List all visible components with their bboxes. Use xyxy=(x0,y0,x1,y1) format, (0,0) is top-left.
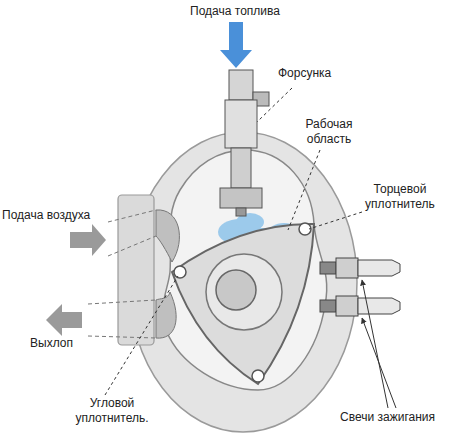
engine-housing xyxy=(129,132,357,432)
injector xyxy=(220,70,269,216)
part-label: Форсунка xyxy=(278,66,358,81)
part-label: Угловой уплотнитель. xyxy=(62,396,162,426)
part-label: Торцевой уплотнитель xyxy=(350,182,450,212)
part-label: Выхлоп xyxy=(30,336,100,351)
air-arrow xyxy=(70,224,106,256)
rotor xyxy=(172,224,314,384)
leader-lines xyxy=(105,88,396,408)
output-shaft xyxy=(216,270,256,310)
part-label: Свечи зажигания xyxy=(340,410,465,425)
port-guides xyxy=(88,210,156,338)
part-label: Подача топлива xyxy=(170,4,300,19)
exhaust-port xyxy=(156,292,176,338)
fuel-arrow xyxy=(220,22,252,68)
intake-port xyxy=(156,210,179,262)
exhaust-arrow xyxy=(46,304,82,336)
part-label: Рабочая область xyxy=(298,117,360,147)
spark-plugs xyxy=(320,258,400,316)
rotor-gear xyxy=(206,254,282,330)
part-label: Подача воздуха xyxy=(2,208,112,223)
port-block xyxy=(118,195,154,345)
apex-seals xyxy=(174,223,311,382)
